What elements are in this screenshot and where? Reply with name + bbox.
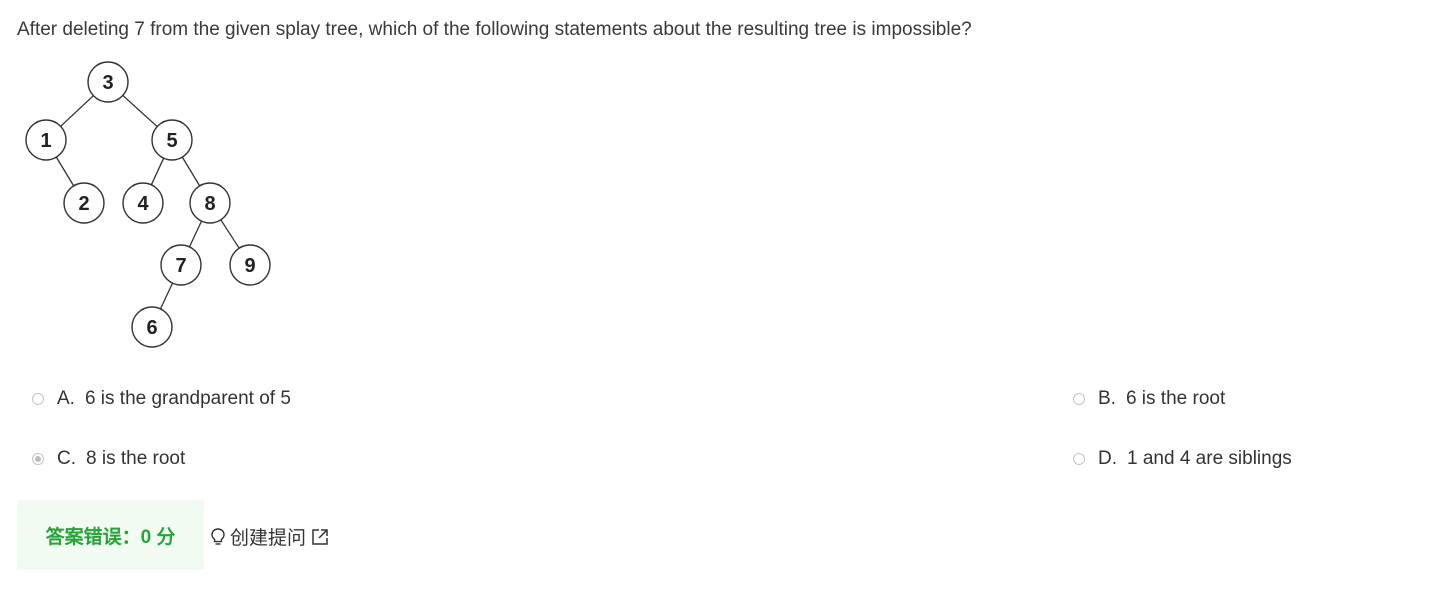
tree-node-label: 8 — [204, 193, 215, 215]
tree-edge-8-9 — [220, 219, 240, 249]
tree-node-2: 2 — [63, 182, 105, 224]
tree-edge-1-2 — [55, 156, 75, 187]
tree-node-label: 1 — [40, 130, 51, 152]
tree-node-circle — [87, 61, 129, 103]
option-d-letter: D. — [1098, 448, 1117, 469]
tree-node-1: 1 — [25, 119, 67, 161]
option-b-radio[interactable] — [1073, 393, 1085, 405]
tree-edge-5-8 — [181, 156, 201, 187]
tree-node-circle — [151, 119, 193, 161]
tree-node-4: 4 — [122, 182, 164, 224]
tree-node-7: 7 — [160, 244, 202, 286]
tree-node-circle — [160, 244, 202, 286]
tree-node-label: 9 — [244, 255, 255, 277]
tree-node-label: 7 — [175, 255, 186, 277]
option-d-radio[interactable] — [1073, 453, 1085, 465]
tree-edge-3-1 — [60, 95, 94, 127]
option-c-text: 8 is the root — [86, 448, 186, 469]
tree-node-circle — [63, 182, 105, 224]
answer-result-badge: 答案错误：0 分 — [17, 500, 204, 570]
option-b-letter: B. — [1098, 388, 1116, 409]
tree-edge-7-6 — [159, 282, 174, 310]
tree-node-8: 8 — [189, 182, 231, 224]
tree-edge-5-4 — [150, 157, 165, 186]
tree-node-5: 5 — [151, 119, 193, 161]
answer-result-label: 答案错误：0 分 — [45, 526, 176, 548]
option-c-letter: C. — [57, 448, 76, 469]
external-link-icon — [311, 528, 329, 546]
tree-node-label: 2 — [78, 193, 89, 215]
create-question-link[interactable]: 创建提问 — [210, 523, 329, 550]
tree-node-label: 3 — [102, 72, 113, 94]
lightbulb-icon — [210, 527, 226, 547]
tree-node-6: 6 — [131, 306, 173, 348]
tree-node-circle — [122, 182, 164, 224]
question-text: After deleting 7 from the given splay tr… — [17, 19, 972, 40]
tree-node-circle — [131, 306, 173, 348]
option-a-letter: A. — [57, 388, 75, 409]
option-a-text: 6 is the grandparent of 5 — [84, 388, 291, 409]
option-c[interactable]: C. 8 is the root — [32, 448, 185, 470]
create-question-label: 创建提问 — [230, 528, 307, 549]
option-d-text: 1 and 4 are siblings — [1127, 448, 1292, 469]
tree-node-circle — [25, 119, 67, 161]
option-c-radio[interactable] — [32, 453, 44, 465]
tree-edge-3-5 — [122, 94, 158, 128]
tree-node-label: 4 — [137, 193, 149, 215]
option-b-text: 6 is the root — [1125, 388, 1226, 409]
tree-node-3: 3 — [87, 61, 129, 103]
tree-node-label: 5 — [166, 130, 177, 152]
option-b[interactable]: B. 6 is the root — [1073, 388, 1225, 410]
option-a[interactable]: A. 6 is the grandparent of 5 — [32, 388, 291, 410]
option-a-radio[interactable] — [32, 393, 44, 405]
option-d[interactable]: D. 1 and 4 are siblings — [1073, 448, 1292, 470]
tree-node-circle — [229, 244, 271, 286]
tree-edge-8-7 — [188, 220, 203, 248]
tree-node-label: 6 — [146, 317, 157, 339]
tree-node-9: 9 — [229, 244, 271, 286]
tree-node-circle — [189, 182, 231, 224]
splay-tree-diagram: 3 1 5 2 4 8 7 9 6 — [25, 61, 271, 348]
